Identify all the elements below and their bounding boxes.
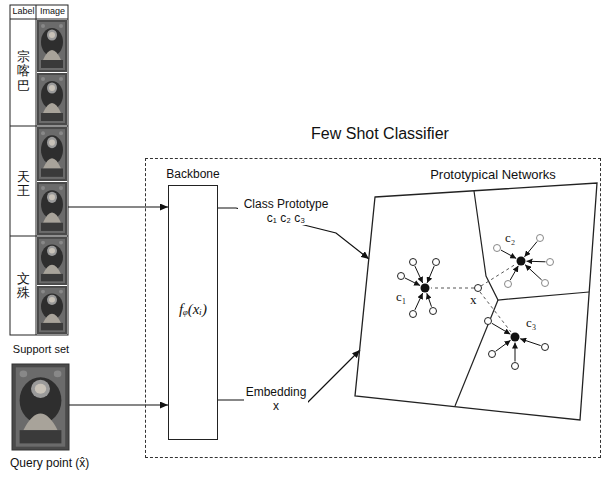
text-label: c₂ [505, 231, 515, 246]
sample-arrow [492, 323, 510, 334]
sample-point [485, 318, 492, 325]
query-point [475, 285, 482, 292]
query-image-border [12, 364, 69, 450]
class-label: 天王 [17, 170, 30, 199]
class-label: 宗喀巴 [17, 50, 30, 93]
table-border [10, 5, 68, 335]
query-point: Query point (x̂) [4, 362, 108, 477]
text-label: c₃ [526, 316, 536, 331]
panel-outline [352, 168, 602, 424]
sample-arrow [520, 339, 541, 346]
query-image [12, 364, 69, 450]
classifier-box: Backbone fᵩ(xᵢ) Prototypical Networks c₁ c₂ c… [145, 125, 602, 458]
edge-label: Class Prototype c₁ c₂ c₃ [238, 197, 334, 225]
distance-lines [431, 264, 516, 332]
class-prototype-dot [421, 284, 430, 293]
prototypical-network-panel: Prototypical Networks c₁ c₂ c₃ x [352, 168, 602, 424]
node-title: Prototypical Networks [418, 168, 568, 182]
distance-line [431, 288, 474, 289]
panel-border [355, 183, 597, 420]
sample-point [410, 311, 417, 318]
node-formula: fᵩ(xᵢ) [165, 301, 221, 318]
class-prototype-dot [517, 257, 526, 266]
sample-point [537, 235, 544, 242]
node-title: Query point (x̂) [10, 457, 106, 471]
thangka-image [37, 73, 67, 125]
node-title: Backbone [165, 168, 221, 182]
sample-point [542, 280, 549, 287]
sample-point [547, 259, 554, 266]
thangka-image [37, 182, 67, 235]
thangka-image [37, 127, 67, 181]
boundary-line [474, 191, 589, 300]
sample-arrow [525, 242, 538, 257]
sample-arrow [515, 343, 516, 362]
sample-point [410, 259, 417, 266]
support-set: Support set LabelImage 宗喀巴天王文殊 [4, 4, 78, 360]
sample-arrow [427, 266, 434, 283]
sample-point [512, 363, 519, 370]
backbone-box: Backbone fᵩ(xᵢ) [165, 168, 221, 440]
thangka-image [37, 286, 67, 334]
class-label: 文殊 [17, 272, 30, 301]
connector-arrow [69, 404, 168, 405]
sample-point [542, 344, 549, 351]
voronoi-boundaries [455, 191, 589, 406]
support-table [10, 5, 68, 335]
sample-arrow [415, 293, 423, 310]
text-label: x [470, 293, 477, 308]
sample-arrow [527, 261, 546, 263]
sample-arrow [501, 250, 516, 258]
sample-arrow [496, 340, 511, 351]
sample-arrow [415, 266, 423, 283]
edge-label: Embedding x [244, 385, 308, 413]
thangka-image [37, 237, 67, 285]
table-rule [10, 236, 68, 237]
text-label: Image [37, 6, 68, 16]
sample-arrow [405, 278, 420, 286]
thangka-images [12, 20, 69, 450]
class-prototype-dot [511, 333, 520, 342]
sample-point [430, 308, 437, 315]
text-label: c₁ [396, 290, 406, 305]
sample-point [505, 281, 512, 288]
sample-point [494, 245, 501, 252]
table-rule [36, 5, 37, 335]
sample-arrow [427, 293, 432, 307]
sample-arrow [525, 265, 542, 280]
connector-arrow [68, 206, 168, 207]
sample-point [489, 351, 496, 358]
boundary-line [455, 300, 498, 406]
sample-point [433, 259, 440, 266]
text-label: Label [11, 6, 36, 16]
sample-arrow [510, 266, 518, 280]
thangka-image [37, 20, 67, 72]
node-title: Few Shot Classifier [295, 125, 465, 143]
table-rule [10, 126, 68, 127]
node-title: Support set [4, 343, 78, 356]
table-rule [10, 19, 68, 20]
sample-point [398, 273, 405, 280]
prototype-space [398, 191, 590, 406]
